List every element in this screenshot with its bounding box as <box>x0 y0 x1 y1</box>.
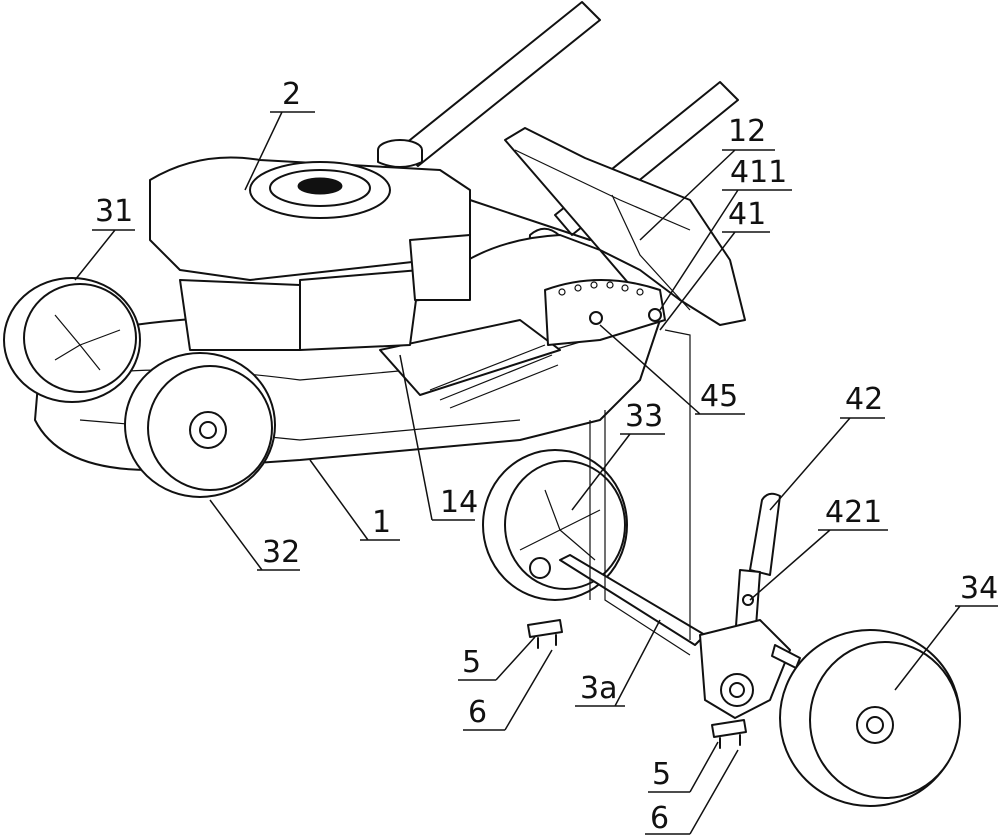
label-31: 31 <box>74 194 135 281</box>
svg-text:5: 5 <box>462 645 481 680</box>
wheel-34 <box>779 629 961 807</box>
wheel-32 <box>124 352 276 498</box>
label-14: 14 <box>399 354 478 521</box>
rear-guard-12 <box>504 127 746 326</box>
svg-text:32: 32 <box>262 535 300 570</box>
svg-text:33: 33 <box>625 399 663 434</box>
svg-text:14: 14 <box>440 485 478 520</box>
svg-text:12: 12 <box>728 114 766 149</box>
label-2: 2 <box>244 77 315 191</box>
label-42: 42 <box>769 382 885 511</box>
svg-text:31: 31 <box>95 194 133 229</box>
label-45: 45 <box>599 324 745 415</box>
label-6-left: 6 <box>463 649 553 731</box>
label-5-right: 5 <box>648 741 719 793</box>
svg-text:2: 2 <box>282 77 301 112</box>
svg-text:6: 6 <box>650 801 669 836</box>
clip-5-left <box>527 619 563 649</box>
wheel-33 <box>482 449 628 601</box>
label-41: 41 <box>659 197 770 331</box>
lever-42 <box>699 492 801 719</box>
svg-text:41: 41 <box>728 197 766 232</box>
svg-text:5: 5 <box>652 757 671 792</box>
svg-text:411: 411 <box>730 155 787 190</box>
engine-2 <box>149 139 471 351</box>
svg-text:6: 6 <box>468 695 487 730</box>
label-1: 1 <box>309 459 400 541</box>
label-421: 421 <box>749 495 888 601</box>
svg-text:42: 42 <box>845 382 883 417</box>
svg-text:421: 421 <box>825 495 882 530</box>
svg-text:34: 34 <box>960 571 998 606</box>
label-5-left: 5 <box>458 636 536 681</box>
label-6-right: 6 <box>645 749 739 836</box>
svg-text:3a: 3a <box>580 671 617 706</box>
label-411: 411 <box>659 155 792 311</box>
wheel-31 <box>3 277 141 403</box>
label-3a: 3a <box>575 619 661 707</box>
label-33: 33 <box>571 399 665 511</box>
label-12: 12 <box>639 114 775 241</box>
label-32: 32 <box>209 499 300 571</box>
label-34: 34 <box>894 571 998 691</box>
svg-text:1: 1 <box>372 505 391 540</box>
clip-5-right <box>711 719 747 749</box>
svg-text:45: 45 <box>700 379 738 414</box>
height-adjust-plate-41 <box>544 279 666 346</box>
